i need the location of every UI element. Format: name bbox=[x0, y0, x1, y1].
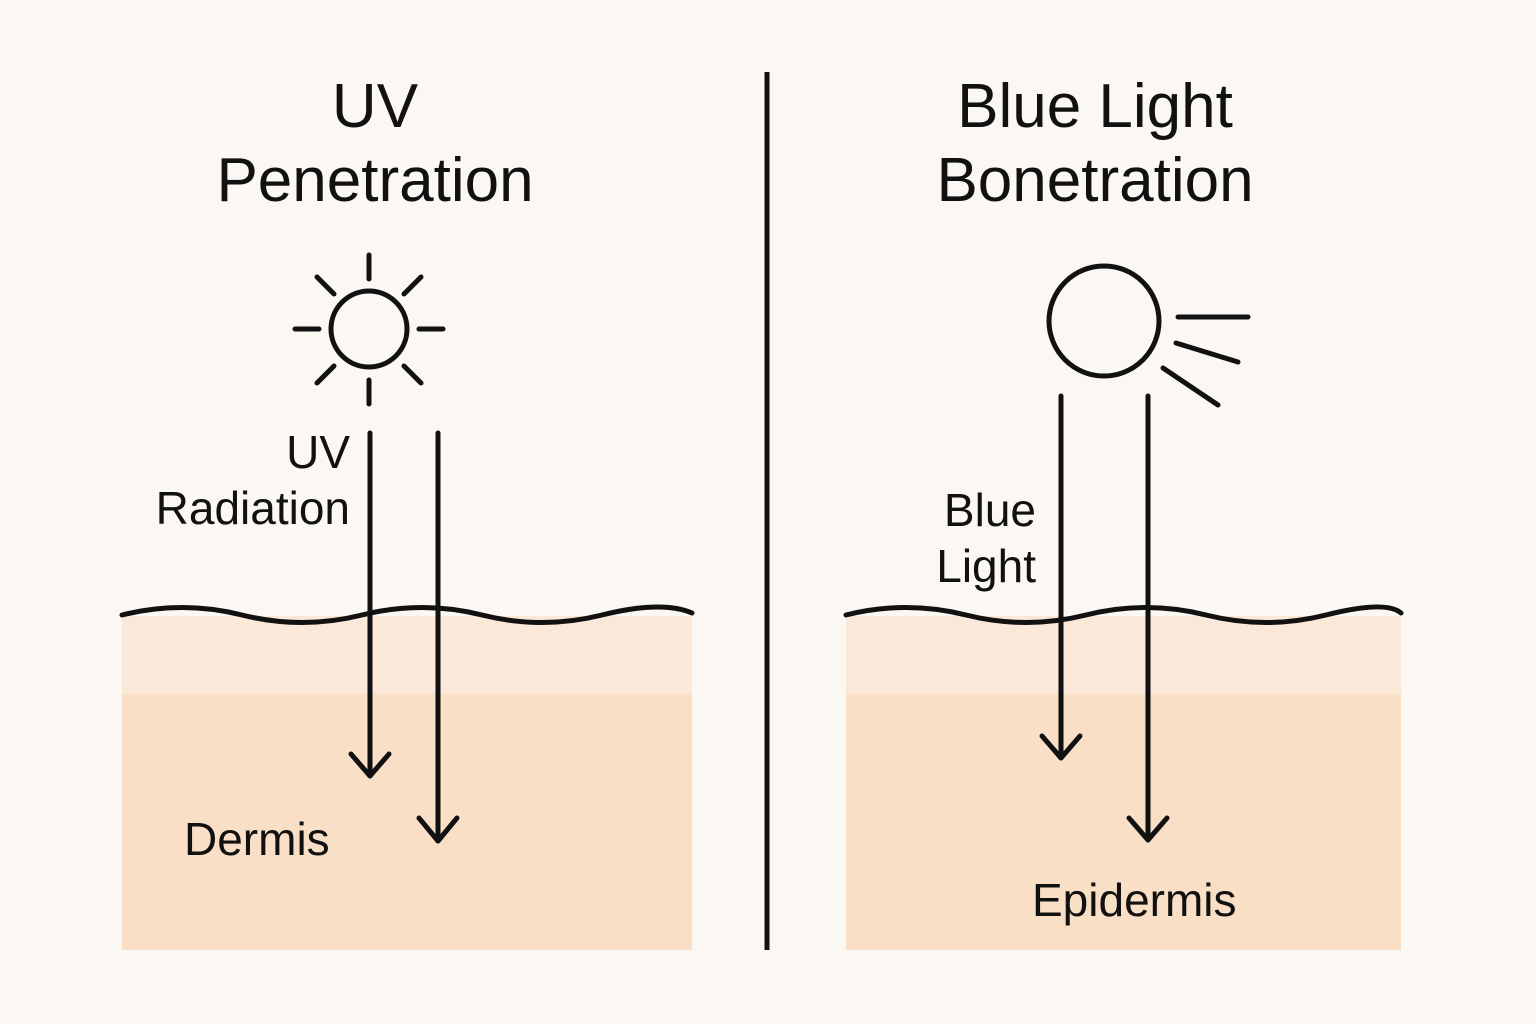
sun-icon bbox=[292, 252, 446, 407]
right-dermis-layer bbox=[846, 694, 1401, 950]
uv-radiation-label-line1: UV bbox=[286, 426, 350, 478]
epidermis-label: Epidermis bbox=[1032, 874, 1237, 926]
left-dermis-layer bbox=[122, 694, 692, 950]
blue-light-arrow-short bbox=[1039, 393, 1083, 761]
right-skin-block bbox=[843, 604, 1404, 950]
left-title: UV Penetration bbox=[170, 70, 580, 218]
right-title-line1: Blue Light bbox=[957, 72, 1233, 141]
right-title: Blue Light Bonetration bbox=[880, 70, 1310, 218]
uv-radiation-label: UV Radiation bbox=[110, 424, 350, 536]
left-skin-surface-wave bbox=[119, 604, 695, 625]
uv-arrow-long bbox=[416, 430, 460, 844]
left-epidermis-layer bbox=[122, 616, 692, 696]
right-title-line2: Bonetration bbox=[936, 146, 1254, 215]
left-skin-block bbox=[119, 604, 695, 950]
blue-light-label-line2: Light bbox=[936, 540, 1036, 592]
dermis-label: Dermis bbox=[184, 813, 330, 865]
blue-light-arrow-long bbox=[1126, 393, 1170, 843]
blue-light-label: Blue Light bbox=[880, 482, 1036, 594]
left-title-line1: UV bbox=[331, 72, 419, 141]
light-source-icon bbox=[1046, 263, 1251, 408]
left-title-line2: Penetration bbox=[216, 146, 534, 215]
blue-light-label-line1: Blue bbox=[943, 484, 1036, 536]
right-skin-surface-wave bbox=[843, 604, 1404, 625]
uv-arrow-short bbox=[348, 430, 392, 779]
right-epidermis-layer bbox=[846, 616, 1401, 696]
uv-radiation-label-line2: Radiation bbox=[155, 482, 350, 534]
